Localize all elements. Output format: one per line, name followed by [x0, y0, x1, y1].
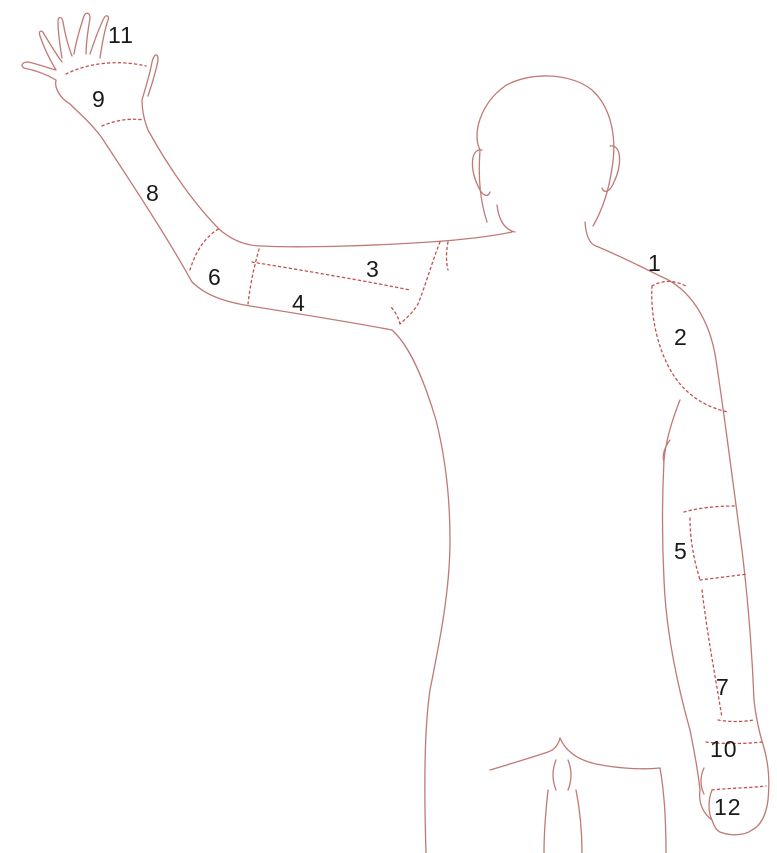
region-label-2: 2 — [674, 326, 688, 349]
region-boundaries — [66, 63, 766, 790]
region-label-6: 6 — [208, 266, 222, 289]
lowered-arm-outline — [690, 460, 769, 835]
region-label-11: 11 — [108, 24, 134, 47]
region-label-9: 9 — [92, 88, 106, 111]
buttocks-outline — [490, 738, 666, 853]
region-label-12: 12 — [714, 796, 742, 819]
region-label-5: 5 — [674, 540, 688, 563]
region-label-7: 7 — [716, 676, 730, 699]
head-outline — [472, 76, 619, 246]
region-label-3: 3 — [366, 258, 380, 281]
region-label-8: 8 — [146, 182, 160, 205]
region-label-1: 1 — [648, 252, 662, 275]
raised-arm-outline — [22, 13, 512, 330]
region-label-10: 10 — [710, 738, 738, 761]
region-label-4: 4 — [292, 292, 306, 315]
